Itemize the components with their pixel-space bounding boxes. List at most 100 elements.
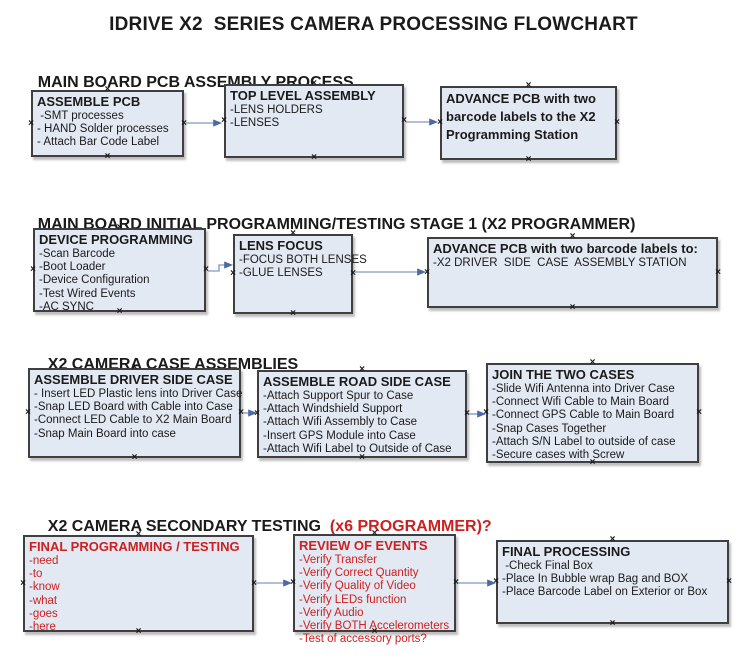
- flow-arrow: [208, 261, 233, 272]
- box-item: -SMT processes: [37, 110, 124, 122]
- connection-handle-icon: ×: [20, 577, 26, 589]
- connection-handle-icon: ×: [726, 576, 732, 587]
- box-item: -Verify Transfer: [299, 554, 377, 566]
- section-heading-red-text: (x6 PROGRAMMER)?: [325, 518, 492, 535]
- box-item: -Verify Quality of Video: [299, 580, 416, 593]
- box-item: -Connect Wifi Cable to Main Board: [492, 396, 670, 409]
- box-items: -LENS HOLDERS -LENSES: [230, 104, 398, 130]
- box-item: -X2 DRIVER SIDE CASE ASSEMBLY STATION: [433, 257, 687, 269]
- connection-handle-icon: ×: [424, 266, 430, 278]
- box-item: -GLUE LENSES: [239, 267, 323, 280]
- connection-handle-icon: ×: [221, 115, 227, 126]
- box-item: -Check Final Box: [502, 560, 593, 572]
- connection-handle-icon: ×: [453, 577, 459, 588]
- box-item: -need: [29, 555, 59, 567]
- box-item: -Attach Support Spur to Case: [263, 390, 414, 402]
- box-item: -Verify BOTH Accelerometers: [299, 620, 450, 633]
- box-item: -LENSES: [230, 117, 280, 130]
- box-items: - Insert LED Plastic lens into Driver Ca…: [34, 388, 242, 441]
- connection-handle-icon: ×: [290, 308, 296, 319]
- box-item: -Place In Bubble wrap Bag and BOX: [502, 573, 689, 586]
- box-title: ASSEMBLE ROAD SIDE CASE: [263, 374, 451, 389]
- box-item: -Connect GPS Cable to Main Board: [492, 409, 675, 422]
- connection-handle-icon: ×: [715, 266, 721, 278]
- flow-box-advance-pcb-programming-station: ADVANCE PCB with two barcode labels to t…: [437, 81, 620, 165]
- box-items: -FOCUS BOTH LENSES -GLUE LENSES: [239, 254, 367, 280]
- flow-box-join-the-two-cases: JOIN THE TWO CASES -Slide Wifi Antenna i…: [483, 358, 702, 468]
- box-item: -Place Barcode Label on Exterior or Box: [502, 586, 708, 599]
- connection-handle-icon: ×: [464, 408, 470, 419]
- connection-handle-icon: ×: [493, 576, 499, 587]
- box-item: -Verify LEDs function: [299, 593, 407, 606]
- connection-handle-icon: ×: [28, 117, 34, 129]
- box-title: ADVANCE PCB with two barcode labels to:: [433, 241, 698, 256]
- box-title: LENS FOCUS: [239, 238, 323, 253]
- connection-handle-icon: ×: [254, 408, 260, 419]
- box-item: -goes: [29, 607, 58, 620]
- connection-handle-icon: ×: [230, 268, 236, 279]
- box-item: -what: [29, 594, 58, 607]
- connection-handle-icon: ×: [131, 452, 138, 463]
- flow-box-final-programming-testing: FINAL PROGRAMMING / TESTING -need -to -k…: [20, 530, 257, 637]
- flow-box-top-level-assembly: TOP LEVEL ASSEMBLY -LENS HOLDERS -LENSES…: [221, 79, 407, 163]
- box-item: -Test of accessory ports?: [299, 633, 427, 646]
- box-item: -Snap Cases Together: [492, 422, 607, 435]
- box-item: -Verify Audio: [299, 606, 364, 619]
- box-title: TOP LEVEL ASSEMBLY: [230, 88, 376, 103]
- box-items: -Slide Wifi Antenna into Driver Case -Co…: [492, 383, 693, 462]
- box-title: REVIEW OF EVENTS: [299, 538, 428, 553]
- box-item: -here: [29, 621, 56, 634]
- box-item: -Test Wired Events: [39, 287, 136, 300]
- flow-box-assemble-driver-side-case: ASSEMBLE DRIVER SIDE CASE - Insert LED P…: [25, 363, 244, 463]
- box-item: - HAND Solder processes: [37, 123, 169, 136]
- box-item: -Secure cases with Screw: [492, 449, 625, 462]
- connection-handle-icon: ×: [181, 117, 187, 129]
- box-title: ADVANCE PCB with two barcode labels to t…: [446, 91, 596, 142]
- box-item: -LENS HOLDERS: [230, 104, 323, 116]
- box-item: -Attach Windshield Support: [263, 403, 403, 416]
- box-item: -know: [29, 581, 60, 594]
- box-item: -Connect LED Cable to X2 Main Board: [34, 414, 232, 427]
- box-item: -Insert GPS Module into Case: [263, 429, 416, 442]
- box-items: -Attach Support Spur to Case -Attach Win…: [263, 390, 461, 456]
- box-item: -AC SYNC: [39, 300, 94, 313]
- box-title: FINAL PROCESSING: [502, 544, 631, 559]
- box-items: -SMT processes - HAND Solder processes -…: [37, 110, 178, 150]
- box-title: JOIN THE TWO CASES: [492, 367, 635, 382]
- connection-handle-icon: ×: [203, 264, 209, 275]
- box-item: -Device Configuration: [39, 274, 150, 287]
- flow-box-final-processing: FINAL PROCESSING -Check Final Box -Place…: [493, 535, 732, 629]
- box-item: -Boot Loader: [39, 261, 106, 274]
- box-items: -Check Final Box -Place In Bubble wrap B…: [502, 560, 723, 600]
- flow-box-lens-focus: LENS FOCUS -FOCUS BOTH LENSES -GLUE LENS…: [230, 229, 367, 319]
- box-item: -to: [29, 568, 43, 581]
- page-title: IDRIVE X2 SERIES CAMERA PROCESSING FLOWC…: [109, 14, 638, 35]
- box-title: FINAL PROGRAMMING / TESTING: [29, 539, 240, 554]
- connection-handle-icon: ×: [25, 407, 31, 418]
- box-item: -Scan Barcode: [39, 248, 116, 260]
- section-heading-text: X2 CAMERA SECONDARY TESTING: [47, 518, 326, 535]
- section-heading-secondary-testing: X2 CAMERA SECONDARY TESTING (x6 PROGRAMM…: [30, 500, 492, 554]
- connection-handle-icon: ×: [350, 268, 356, 279]
- flow-box-assemble-pcb: ASSEMBLE PCB -SMT processes - HAND Solde…: [28, 85, 187, 162]
- box-item: -Snap Main Board into case: [34, 427, 176, 440]
- box-item: -Attach Wifi Label to Outside of Case: [263, 442, 452, 455]
- connection-handle-icon: ×: [238, 407, 244, 418]
- box-title: DEVICE PROGRAMMING: [39, 232, 193, 247]
- box-title: ASSEMBLE PCB: [37, 94, 141, 109]
- flow-box-review-of-events: REVIEW OF EVENTS -Verify Transfer -Verif…: [290, 529, 459, 646]
- box-items: -X2 DRIVER SIDE CASE ASSEMBLY STATION: [433, 257, 712, 270]
- connection-handle-icon: ×: [30, 264, 36, 275]
- box-item: -Attach Wifi Assembly to Case: [263, 416, 418, 429]
- flow-box-assemble-road-side-case: ASSEMBLE ROAD SIDE CASE -Attach Support …: [254, 365, 470, 463]
- connection-handle-icon: ×: [569, 302, 576, 313]
- connection-handle-icon: ×: [290, 577, 296, 588]
- connection-handle-icon: ×: [609, 618, 616, 629]
- box-item: -Verify Correct Quantity: [299, 567, 419, 580]
- connection-handle-icon: ×: [251, 577, 257, 589]
- connection-handle-icon: ×: [104, 151, 111, 162]
- box-item: -Snap LED Board with Cable into Case: [34, 401, 233, 414]
- flow-box-device-programming: DEVICE PROGRAMMING -Scan Barcode -Boot L…: [30, 223, 209, 317]
- box-items: -Verify Transfer -Verify Correct Quantit…: [299, 554, 450, 646]
